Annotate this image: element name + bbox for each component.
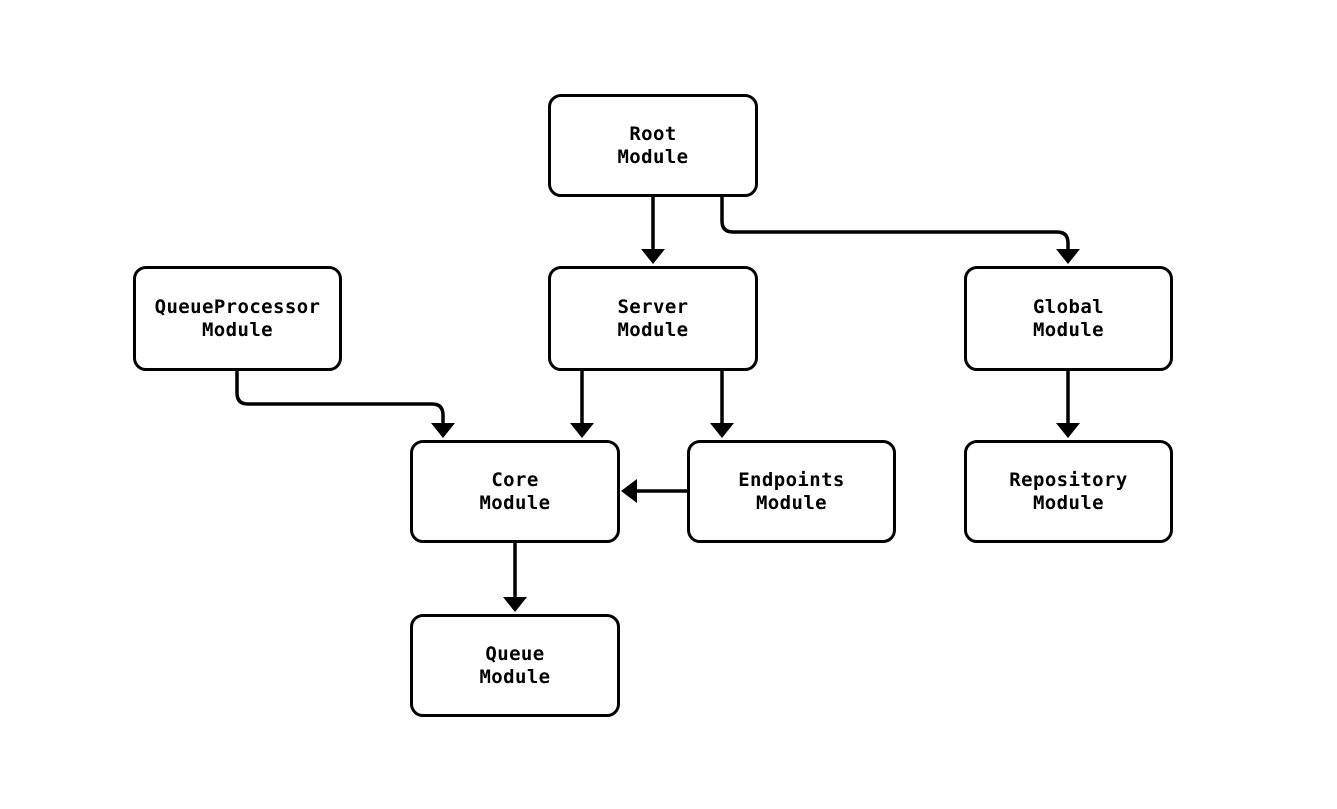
node-root-module-label: Root Module bbox=[617, 123, 689, 168]
node-root-module[interactable]: Root Module bbox=[548, 94, 758, 197]
node-server-module[interactable]: Server Module bbox=[548, 266, 758, 371]
edge-endpoints-to-core bbox=[621, 479, 687, 503]
node-endpoints-module[interactable]: Endpoints Module bbox=[687, 440, 896, 543]
node-repository-module-label: Repository Module bbox=[1009, 469, 1128, 514]
edge-root-to-server bbox=[641, 197, 665, 264]
node-queueprocessor-module-label: QueueProcessor Module bbox=[154, 296, 321, 341]
node-repository-module[interactable]: Repository Module bbox=[964, 440, 1173, 543]
edge-global-to-repository bbox=[1056, 371, 1080, 438]
node-endpoints-module-label: Endpoints Module bbox=[738, 469, 845, 514]
node-core-module[interactable]: Core Module bbox=[410, 440, 620, 543]
node-global-module[interactable]: Global Module bbox=[964, 266, 1173, 371]
edge-core-to-queue bbox=[503, 543, 527, 612]
node-global-module-label: Global Module bbox=[1032, 296, 1105, 341]
edge-server-to-core bbox=[570, 371, 594, 438]
node-server-module-label: Server Module bbox=[617, 296, 689, 341]
node-queue-module[interactable]: Queue Module bbox=[410, 614, 620, 717]
node-queueprocessor-module[interactable]: QueueProcessor Module bbox=[133, 266, 342, 371]
edge-queueprocessor-to-core bbox=[235, 371, 455, 438]
node-core-module-label: Core Module bbox=[479, 469, 551, 514]
edge-server-to-endpoints bbox=[710, 371, 734, 438]
edge-root-to-global bbox=[720, 197, 1080, 264]
node-queue-module-label: Queue Module bbox=[479, 643, 551, 688]
